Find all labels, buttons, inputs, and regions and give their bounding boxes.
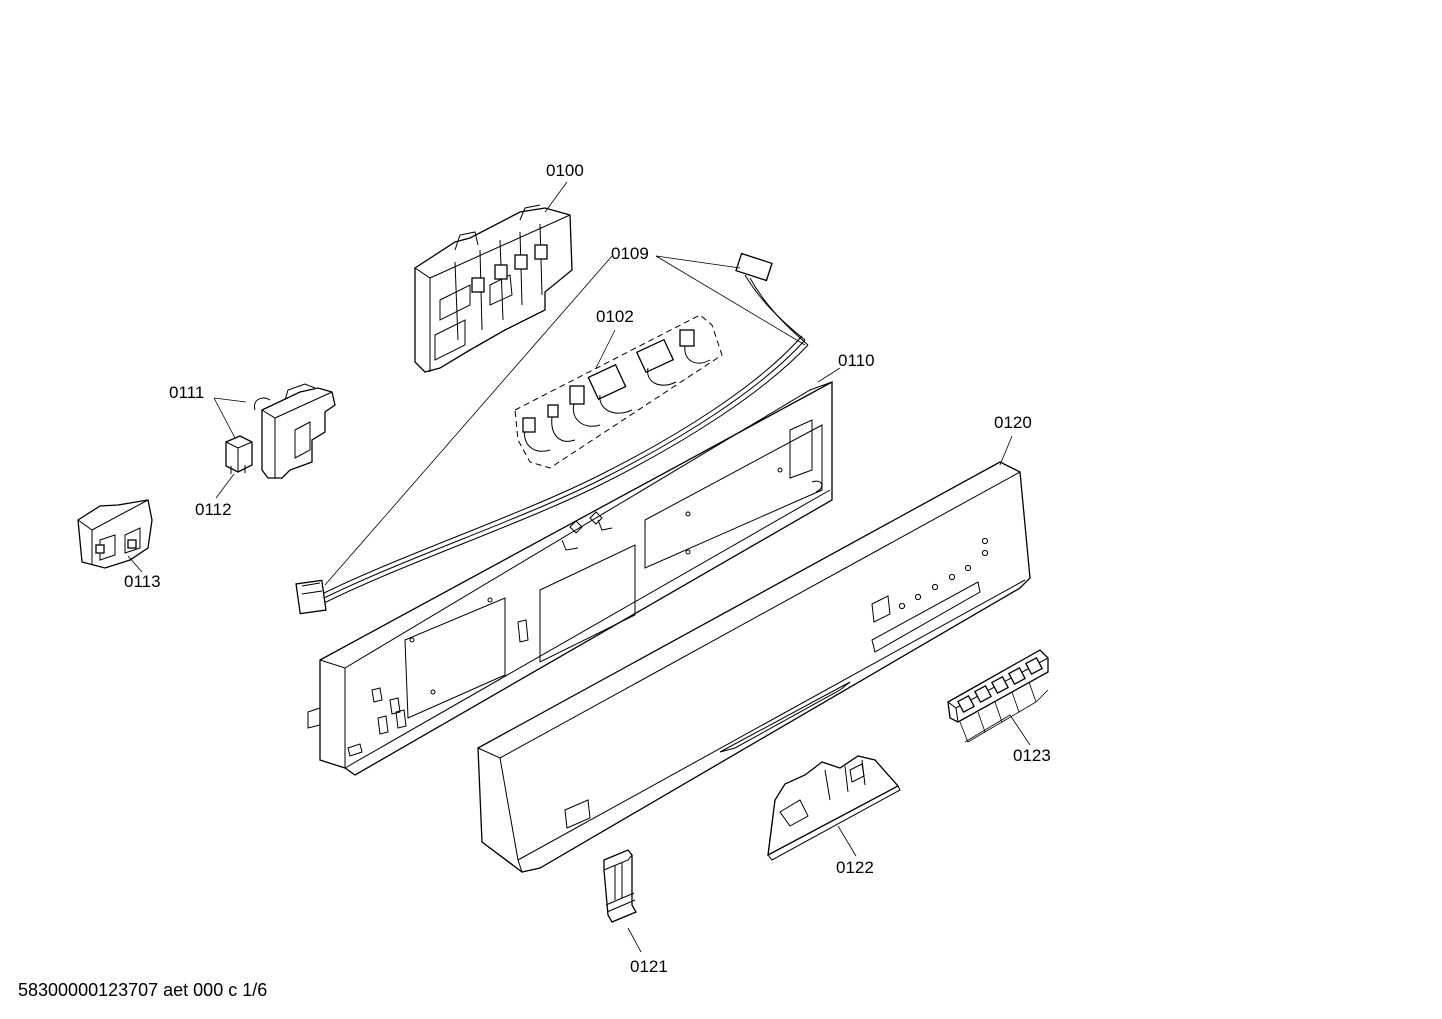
label-0122: 0122 [836, 858, 874, 877]
part-0121-bracket[interactable] [603, 849, 637, 923]
label-0102: 0102 [596, 307, 634, 326]
part-0110-panel-frame[interactable] [307, 380, 833, 776]
part-0113-switch-unit[interactable] [77, 499, 153, 569]
label-0112: 0112 [195, 500, 232, 519]
part-0123-button-strip[interactable] [947, 649, 1049, 723]
label-0111: 0111 [169, 383, 204, 402]
connector-group [522, 329, 711, 452]
label-0121: 0121 [630, 957, 668, 976]
label-0110: 0110 [838, 351, 875, 370]
label-0100: 0100 [546, 161, 584, 180]
part-0109-wire-harness[interactable] [295, 252, 809, 615]
part-0102-connector-set[interactable] [514, 314, 723, 469]
part-0122-handle-insert[interactable] [767, 755, 901, 861]
part-0120-panel-fascia[interactable] [477, 461, 1031, 873]
part-0111-door-lock[interactable] [253, 383, 336, 479]
document-id: 58300000123707 aet 000 c 1/6 [18, 980, 268, 1000]
leader-lines [127, 181, 1049, 953]
label-0120: 0120 [994, 413, 1032, 432]
label-0113: 0113 [124, 572, 161, 591]
part-0112-suppressor[interactable] [225, 435, 253, 474]
label-0109: 0109 [611, 244, 649, 263]
label-0123: 0123 [1013, 746, 1051, 765]
part-0100-electronic-module[interactable] [414, 204, 573, 373]
part-labels: 0100 0109 0102 0110 0111 0112 0113 0120 … [124, 161, 1051, 976]
